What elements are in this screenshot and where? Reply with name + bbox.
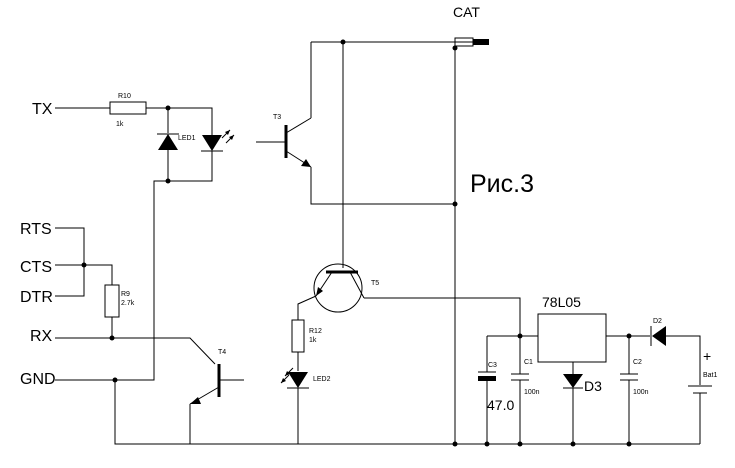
cat-connector bbox=[454, 37, 489, 47]
led2: LED2 bbox=[280, 367, 331, 389]
figure-title: Рис.3 bbox=[470, 170, 534, 198]
bat1-ref: Bat1 bbox=[703, 372, 718, 379]
label-dtr: DTR bbox=[20, 289, 53, 306]
led2-ref: LED2 bbox=[313, 376, 331, 383]
led1: LED1 bbox=[178, 129, 235, 152]
r10-ref: R10 bbox=[118, 93, 131, 100]
r12-value: 1k bbox=[309, 337, 317, 344]
c2-ref: C2 bbox=[633, 359, 642, 366]
battery-bat1: + Bat1 bbox=[688, 348, 718, 394]
label-cts: CTS bbox=[20, 259, 52, 276]
diode-d3: D3 bbox=[563, 374, 602, 394]
r12-ref: R12 bbox=[309, 328, 322, 335]
t4-ref: T4 bbox=[218, 349, 226, 356]
transistor-t5: T5 bbox=[313, 263, 379, 313]
r9-ref: R9 bbox=[121, 291, 130, 298]
wire-t3-emitter bbox=[310, 167, 455, 205]
diode-led1-protect bbox=[157, 133, 179, 150]
r10-value: 1k bbox=[116, 121, 124, 128]
label-gnd: GND bbox=[20, 371, 56, 388]
resistor-r9: R9 2.7k bbox=[104, 284, 135, 318]
d3-ref: D3 bbox=[584, 378, 602, 394]
transistor-t4: T4 bbox=[189, 349, 244, 405]
capacitor-c3: C3 47.0 bbox=[478, 336, 514, 444]
capacitor-c1: C1 100n bbox=[511, 336, 540, 444]
c3-ref: C3 bbox=[488, 362, 497, 369]
label-cat: CAT bbox=[453, 4, 480, 20]
c3-value: 47.0 bbox=[487, 397, 514, 413]
t5-ref: T5 bbox=[371, 280, 379, 287]
t3-ref: T3 bbox=[273, 114, 281, 121]
label-regulator: 78L05 bbox=[542, 294, 581, 310]
d2-ref: D2 bbox=[653, 318, 662, 325]
led1-ref: LED1 bbox=[178, 135, 196, 142]
resistor-r10: R10 1k bbox=[109, 93, 147, 128]
resistor-r12: R12 1k bbox=[291, 319, 322, 353]
label-rts: RTS bbox=[20, 221, 52, 238]
c1-ref: C1 bbox=[524, 359, 533, 366]
label-rx: RX bbox=[30, 328, 53, 345]
diode-d2: D2 bbox=[650, 318, 666, 346]
label-tx: TX bbox=[32, 101, 53, 118]
c1-value: 100n bbox=[524, 389, 540, 396]
r9-value: 2.7k bbox=[121, 300, 135, 307]
regulator-78l05 bbox=[537, 313, 607, 363]
transistor-t3: T3 bbox=[256, 114, 312, 168]
capacitor-c2: C2 100n bbox=[620, 336, 649, 444]
battery-plus: + bbox=[703, 348, 711, 364]
c2-value: 100n bbox=[633, 389, 649, 396]
